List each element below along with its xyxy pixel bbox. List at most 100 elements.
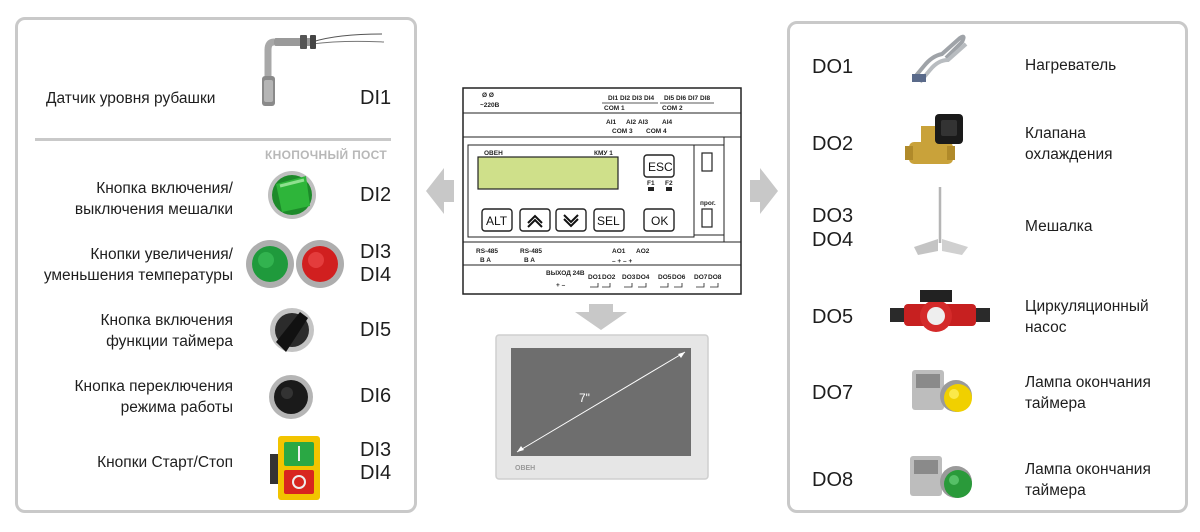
com1-label: COM 1 bbox=[604, 105, 625, 112]
up-key[interactable] bbox=[519, 208, 551, 232]
mode-button-label: Кнопка переключения режима работы bbox=[74, 378, 234, 416]
black-push-button-image bbox=[269, 375, 313, 419]
di5-terminal: DI5 bbox=[664, 95, 675, 102]
esc-key[interactable]: ESC bbox=[643, 154, 675, 178]
power-label: ~220В bbox=[480, 102, 500, 109]
ai1-terminal: AI1 bbox=[606, 119, 617, 126]
di8-terminal: DI8 bbox=[700, 95, 711, 102]
stirrer-button-label: Кнопка включения/ выключения мешалки bbox=[74, 180, 233, 218]
svg-text:SEL: SEL bbox=[597, 214, 620, 228]
start-stop-code-1: DI3 bbox=[360, 439, 392, 461]
heater-image bbox=[912, 34, 968, 84]
mode-code: DI6 bbox=[360, 385, 392, 407]
circulation-pump-image bbox=[890, 290, 990, 332]
do6-terminal: DO6 bbox=[672, 274, 686, 281]
start-stop-label: Кнопки Старт/Стоп bbox=[97, 454, 233, 471]
rs485-a-label: RS-485 bbox=[476, 248, 498, 255]
ai2-terminal: AI2 bbox=[626, 119, 637, 126]
do5-code: DO5 bbox=[812, 306, 854, 328]
ba-a-label: B A bbox=[480, 257, 491, 264]
temp-code-1: DI3 bbox=[360, 241, 392, 263]
do7-terminal: DO7 bbox=[694, 274, 708, 281]
do8-label: Лампа окончания таймера bbox=[1025, 461, 1151, 499]
do7-code: DO7 bbox=[812, 382, 854, 404]
chevron-up-icon bbox=[527, 214, 543, 228]
di4-terminal: DI4 bbox=[644, 95, 655, 102]
black-selector-switch-image bbox=[270, 308, 314, 352]
do2-label: Клапана охлаждения bbox=[1025, 125, 1113, 163]
do5-terminal: DO5 bbox=[658, 274, 672, 281]
do2-terminal: DO2 bbox=[602, 274, 616, 281]
sensor-label: Датчик уровня рубашки bbox=[46, 90, 216, 107]
hmi-touch-panel: 7" ОВЕН bbox=[495, 334, 709, 480]
divider bbox=[35, 138, 391, 141]
di6-terminal: DI6 bbox=[676, 95, 687, 102]
di-top-labels: DI1 DI2 DI3 DI4 DI5 DI6 DI7 DI8 bbox=[608, 95, 711, 102]
do1-label: Нагреватель bbox=[1025, 57, 1117, 74]
do1-code: DO1 bbox=[812, 56, 854, 78]
cooling-valve-image bbox=[905, 114, 963, 164]
brand-label: ОВЕН bbox=[484, 150, 503, 157]
svg-text:– + – +: – + – + bbox=[612, 258, 632, 265]
do5-label: Циркуляционный насос bbox=[1025, 298, 1149, 336]
ok-key[interactable]: OK bbox=[643, 208, 675, 232]
temp-code-2: DI4 bbox=[360, 264, 392, 286]
stirrer-code: DI2 bbox=[360, 184, 392, 206]
do3-label: Мешалка bbox=[1025, 218, 1093, 235]
timer-button-label: Кнопка включения функции таймера bbox=[100, 312, 233, 350]
green-lamp-image bbox=[910, 456, 972, 498]
svg-text:Ø Ø: Ø Ø bbox=[482, 92, 494, 99]
com2-label: COM 2 bbox=[662, 105, 683, 112]
do4-terminal: DO4 bbox=[636, 274, 650, 281]
sensor-code: DI1 bbox=[360, 87, 392, 109]
f2-label: F2 bbox=[665, 180, 673, 187]
di1-terminal: DI1 bbox=[608, 95, 619, 102]
right-arrow-icon bbox=[750, 168, 778, 214]
green-selector-switch-image bbox=[268, 171, 316, 219]
stirrer-image bbox=[914, 187, 968, 255]
down-arrow-icon bbox=[575, 304, 627, 330]
timer-code: DI5 bbox=[360, 319, 392, 341]
ai4-terminal: AI4 bbox=[662, 119, 673, 126]
svg-text:ESC: ESC bbox=[648, 160, 673, 174]
down-key[interactable] bbox=[555, 208, 587, 232]
svg-text:OK: OK bbox=[651, 214, 668, 228]
ai3-terminal: AI3 bbox=[638, 119, 649, 126]
do7-label: Лампа окончания таймера bbox=[1025, 374, 1151, 412]
ao1-label: AO1 bbox=[612, 248, 626, 255]
di2-terminal: DI2 bbox=[620, 95, 631, 102]
ba-b-label: B A bbox=[524, 257, 535, 264]
prog-label: прог. bbox=[700, 200, 716, 207]
controller-device: Ø Ø ~220В DI1 DI2 DI3 DI4 DI5 DI6 DI7 DI… bbox=[462, 87, 742, 295]
do3-code: DO3 bbox=[812, 205, 854, 227]
do4-code: DO4 bbox=[812, 229, 854, 251]
section-header: КНОПОЧНЫЙ ПОСТ bbox=[265, 148, 387, 162]
chevron-down-icon bbox=[563, 214, 579, 228]
di7-terminal: DI7 bbox=[688, 95, 699, 102]
lcd-screen bbox=[477, 156, 619, 190]
level-sensor-image bbox=[262, 33, 385, 106]
do8-code: DO8 bbox=[812, 469, 854, 491]
alt-key[interactable]: ALT bbox=[481, 208, 513, 232]
output-24-label: ВЫХОД 24В bbox=[546, 270, 585, 277]
do3-terminal: DO3 bbox=[622, 274, 636, 281]
do8-terminal: DO8 bbox=[708, 274, 722, 281]
svg-text:+ –: + – bbox=[556, 282, 566, 289]
left-panel bbox=[15, 17, 417, 513]
model-label: КМУ 1 bbox=[594, 150, 613, 157]
f1-label: F1 bbox=[647, 180, 655, 187]
com4-label: COM 4 bbox=[646, 128, 667, 135]
sel-key[interactable]: SEL bbox=[593, 208, 625, 232]
di3-terminal: DI3 bbox=[632, 95, 643, 102]
ao2-label: AO2 bbox=[636, 248, 650, 255]
do1-terminal: DO1 bbox=[588, 274, 602, 281]
do-bottom-labels: DO1 DO2 DO3 DO4 DO5 DO6 DO7 DO8 bbox=[588, 274, 722, 281]
hmi-diagonal-label: 7" bbox=[579, 391, 590, 405]
svg-text:ALT: ALT bbox=[486, 214, 508, 228]
do2-code: DO2 bbox=[812, 133, 854, 155]
left-arrow-icon bbox=[426, 168, 454, 214]
start-stop-code-2: DI4 bbox=[360, 462, 392, 484]
yellow-lamp-image bbox=[912, 370, 972, 412]
right-panel bbox=[787, 21, 1188, 513]
com3-label: COM 3 bbox=[612, 128, 633, 135]
